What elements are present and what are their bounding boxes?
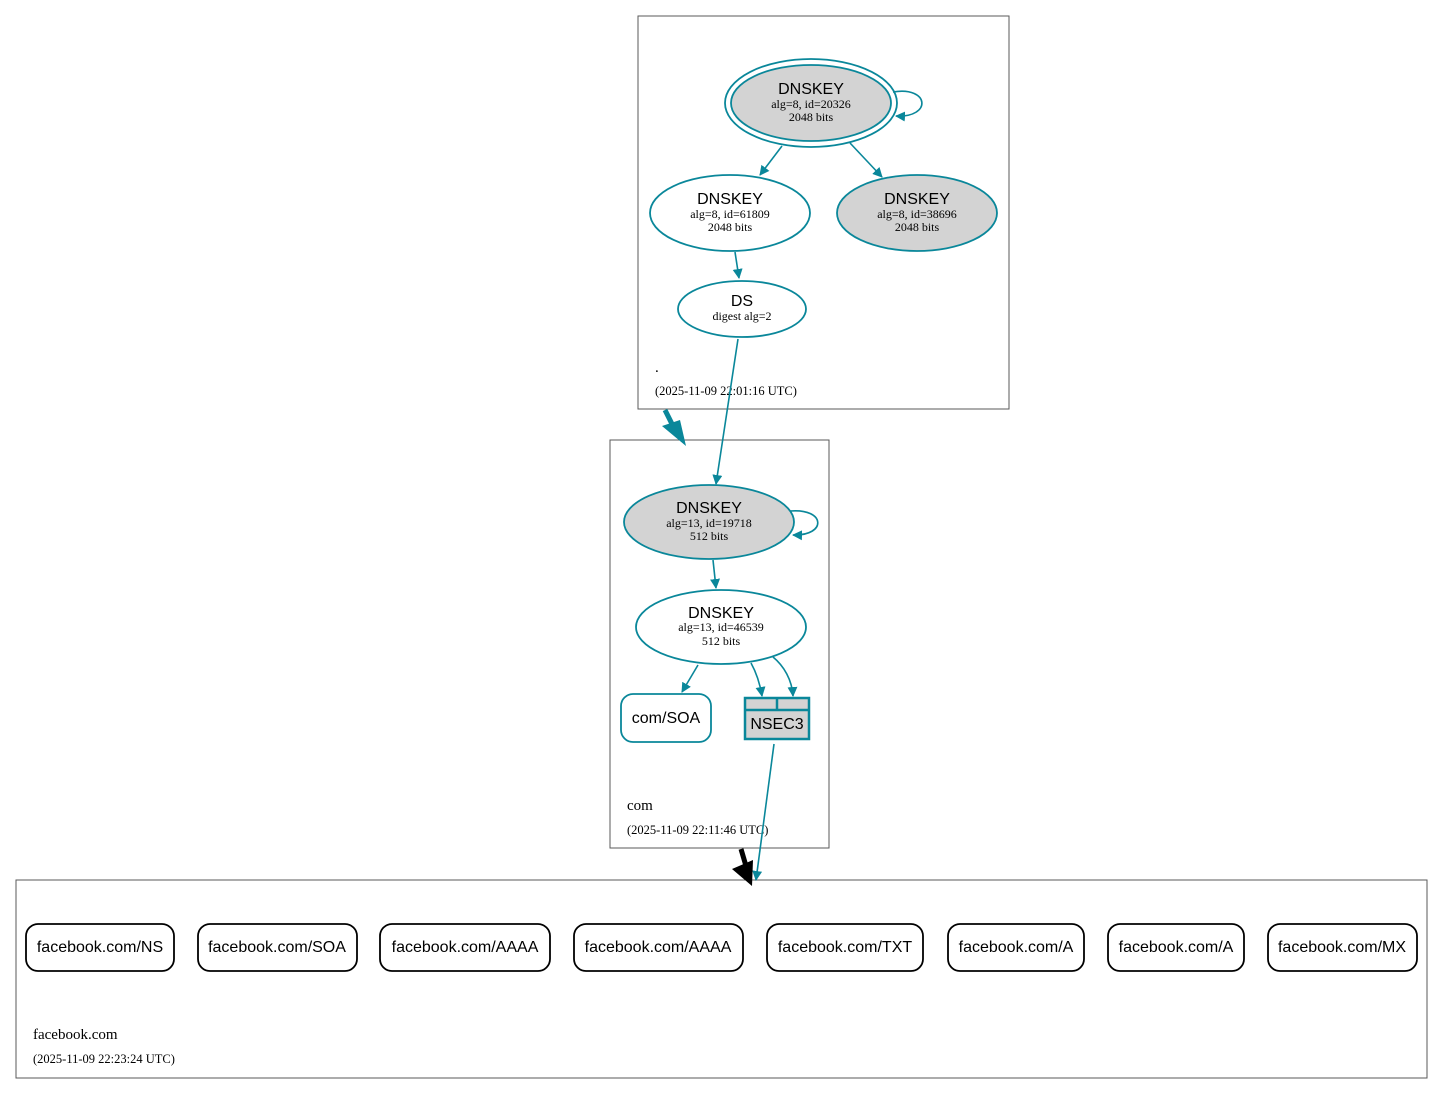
record-node[interactable]: facebook.com/AAAA [573,923,744,972]
node-root-zsk[interactable]: DNSKEY alg=8, id=61809 2048 bits [649,174,811,252]
record-node[interactable]: facebook.com/A [947,923,1085,972]
node-root-zsk-shape [649,174,811,252]
node-root-key3-bits: 2048 bits [895,220,940,234]
node-com-soa-label: com/SOA [632,710,701,727]
zone-com: com (2025-11-09 22:11:46 UTC) [609,439,830,849]
node-root-key3-shape [836,174,998,252]
edge-ds-to-com-ksk [712,338,739,485]
zone-facebook-timestamp: (2025-11-09 22:23:24 UTC) [33,1052,175,1066]
record-node-shape [25,923,175,972]
record-node-shape [573,923,744,972]
node-root-ksk-alg: alg=8, id=20326 [771,97,851,111]
record-node[interactable]: facebook.com/MX [1267,923,1418,972]
zone-com-box [609,439,830,849]
edge-root-ksk-to-zsk [759,145,783,176]
node-com-ksk-title: DNSKEY [676,500,742,517]
edge-delegation-com-facebook [738,848,749,867]
node-com-zsk-shape [635,589,807,665]
edge-delegation-com-facebook-arrowhead [732,860,753,886]
zone-facebook: facebook.com (2025-11-09 22:23:24 UTC) [15,879,1428,1079]
record-node-shape [197,923,358,972]
zone-facebook-name: facebook.com [33,1027,118,1043]
edges [662,90,923,886]
edge-com-ksk-to-zsk [710,559,721,589]
edge-com-zsk-to-nsec3-b [772,656,798,697]
record-node-label: facebook.com/A [959,939,1074,956]
node-com-ksk[interactable]: DNSKEY alg=13, id=19718 512 bits [623,484,795,560]
node-com-zsk[interactable]: DNSKEY alg=13, id=46539 512 bits [635,589,807,665]
edge-root-ksk-to-key3 [849,142,883,178]
zone-root-name: . [655,360,659,376]
zone-root: . (2025-11-09 22:01:16 UTC) [637,15,1010,410]
zone-root-timestamp: (2025-11-09 22:01:16 UTC) [655,384,797,398]
record-node[interactable]: facebook.com/AAAA [379,923,551,972]
node-root-zsk-alg: alg=8, id=61809 [690,207,770,221]
record-node-shape [379,923,551,972]
edge-delegation-root-com-arrowhead [662,420,686,446]
node-com-soa[interactable]: com/SOA [620,693,712,743]
node-com-ksk-shape [623,484,795,560]
zone-com-timestamp: (2025-11-09 22:11:46 UTC) [627,823,768,837]
edge-com-zsk-to-nsec3-a [750,662,766,697]
record-node-label: facebook.com/AAAA [585,939,732,956]
zone-root-box [637,15,1010,410]
node-com-ksk-bits: 512 bits [690,529,729,543]
record-node-shape [947,923,1085,972]
edge-root-ksk-self [892,90,923,122]
record-list: facebook.com/NS facebook.com/SOA faceboo… [25,923,1418,972]
record-node-shape [1267,923,1418,972]
node-com-soa-shape [620,693,712,743]
edge-com-ksk-self [789,510,819,541]
node-root-ksk-bits: 2048 bits [789,110,834,124]
node-root-zsk-title: DNSKEY [697,191,763,208]
record-node[interactable]: facebook.com/TXT [766,923,924,972]
node-root-ksk-shape [730,64,892,142]
node-root-key3-title: DNSKEY [884,191,950,208]
node-com-ksk-alg: alg=13, id=19718 [666,516,752,530]
node-com-zsk-bits: 512 bits [702,634,741,648]
node-com-nsec3[interactable]: NSEC3 [743,696,811,741]
node-com-zsk-alg: alg=13, id=46539 [678,620,764,634]
node-com-nsec3-label: NSEC3 [750,716,803,733]
edge-nsec3-to-facebook [752,743,775,881]
node-root-ds-shape [677,280,807,338]
node-root-key3[interactable]: DNSKEY alg=8, id=38696 2048 bits [836,174,998,252]
record-node-label: facebook.com/NS [37,939,163,956]
record-node-shape [766,923,924,972]
zone-facebook-box [15,879,1428,1079]
edge-root-zsk-to-ds [732,251,743,279]
node-com-zsk-title: DNSKEY [688,605,754,622]
record-node-label: facebook.com/AAAA [392,939,539,956]
record-node[interactable]: facebook.com/A [1107,923,1245,972]
record-node-label: facebook.com/SOA [208,939,346,956]
record-node-label: facebook.com/MX [1278,939,1406,956]
record-node[interactable]: facebook.com/SOA [197,923,358,972]
node-root-zsk-bits: 2048 bits [708,220,753,234]
node-root-ds-title: DS [731,293,753,310]
node-root-ksk-title: DNSKEY [778,81,844,98]
zone-com-name: com [627,798,653,814]
node-root-ds[interactable]: DS digest alg=2 [677,280,807,338]
node-root-key3-alg: alg=8, id=38696 [877,207,957,221]
record-node-label: facebook.com/TXT [778,939,913,956]
edge-com-zsk-to-soa [681,664,699,693]
record-node-label: facebook.com/A [1119,939,1234,956]
node-root-ksk[interactable]: DNSKEY alg=8, id=20326 2048 bits [724,58,898,148]
node-root-ksk-outer-ring [724,58,898,148]
node-root-ds-digest: digest alg=2 [712,309,771,323]
record-node-shape [1107,923,1245,972]
record-node[interactable]: facebook.com/NS [25,923,175,972]
